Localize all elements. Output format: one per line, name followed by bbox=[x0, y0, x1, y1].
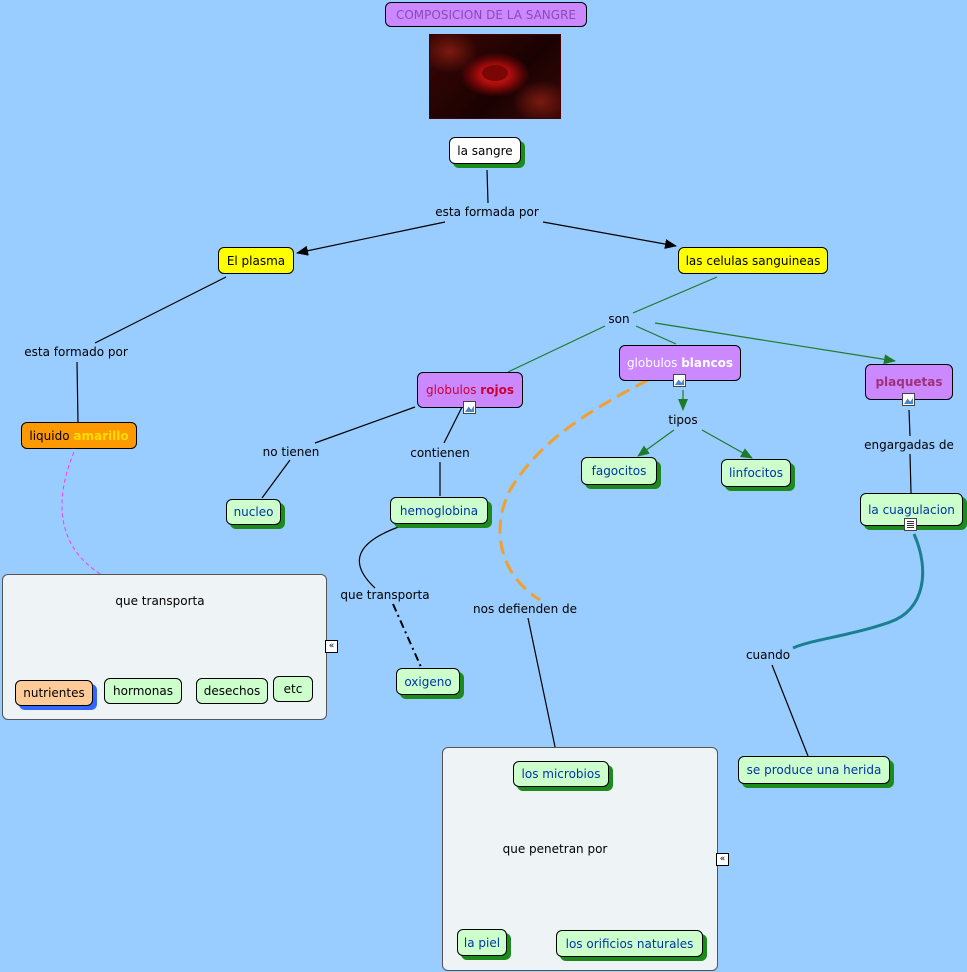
phrase-tipos[interactable]: tipos bbox=[668, 413, 698, 427]
link-son-rojos bbox=[507, 325, 606, 373]
concept-linfocitos[interactable]: linfocitos bbox=[721, 459, 791, 487]
plaquetas-text: plaquetas bbox=[875, 375, 943, 389]
phrase-nos-defienden-de[interactable]: nos defienden de bbox=[473, 602, 577, 616]
image-icon[interactable] bbox=[902, 393, 915, 406]
concept-fagocitos[interactable]: fagocitos bbox=[581, 457, 657, 485]
concept-desechos[interactable]: desechos bbox=[196, 678, 268, 704]
link-formado-liquido bbox=[76, 361, 79, 423]
liquido-text: liquido bbox=[29, 428, 74, 443]
phrase-no-tienen[interactable]: no tienen bbox=[262, 445, 320, 459]
phrase-cuando[interactable]: cuando bbox=[745, 648, 791, 662]
phrase-que-transporta-1[interactable]: que transporta bbox=[115, 594, 205, 608]
link-cuando-herida bbox=[771, 664, 809, 757]
concept-nucleo[interactable]: nucleo bbox=[226, 499, 281, 525]
map-title[interactable]: COMPOSICION DE LA SANGRE bbox=[385, 2, 587, 27]
globulos-text: globulos bbox=[626, 356, 682, 370]
concept-el-plasma[interactable]: El plasma bbox=[218, 247, 294, 274]
phrase-esta-formado-por[interactable]: esta formado por bbox=[24, 345, 128, 359]
link-tipos-fagocitos bbox=[637, 429, 675, 457]
link-engargadas-cuag bbox=[909, 453, 912, 494]
rojos-text: rojos bbox=[480, 383, 514, 397]
link-blancos-defienden bbox=[498, 378, 649, 602]
concept-nutrientes[interactable]: nutrientes bbox=[15, 680, 93, 706]
link-defienden-microbios bbox=[527, 617, 559, 762]
concept-hormonas[interactable]: hormonas bbox=[104, 678, 182, 704]
link-son-plaquetas bbox=[654, 322, 896, 365]
concept-orificios-naturales[interactable]: los orificios naturales bbox=[556, 930, 703, 957]
collapse-icon[interactable]: « bbox=[716, 853, 729, 866]
link-formada-plasma bbox=[296, 221, 446, 256]
amarillo-text: amarillo bbox=[73, 428, 129, 443]
concept-se-produce-herida[interactable]: se produce una herida bbox=[738, 756, 890, 784]
concept-etc[interactable]: etc bbox=[273, 676, 313, 702]
blancos-text: blancos bbox=[681, 356, 734, 370]
phrase-son[interactable]: son bbox=[608, 312, 630, 326]
concept-hemoglobina[interactable]: hemoglobina bbox=[390, 497, 488, 524]
link-hemo-transporta bbox=[358, 524, 405, 589]
link-rojos-contienen bbox=[443, 406, 463, 444]
concept-oxigeno[interactable]: oxigeno bbox=[396, 668, 460, 695]
link-sangre-formada bbox=[486, 169, 489, 204]
concept-la-sangre[interactable]: la sangre bbox=[449, 137, 521, 164]
link-notienen-nucleo bbox=[261, 459, 291, 499]
link-rojos-notienen bbox=[314, 406, 416, 444]
document-icon[interactable] bbox=[904, 518, 917, 531]
image-icon[interactable] bbox=[463, 401, 476, 414]
link-transporta-oxigeno bbox=[392, 603, 422, 668]
globulos-text: globulos bbox=[426, 383, 481, 397]
concept-liquido-amarillo[interactable]: liquido amarillo bbox=[21, 422, 137, 449]
phrase-que-penetran-por[interactable]: que penetran por bbox=[502, 842, 608, 856]
concept-la-piel[interactable]: la piel bbox=[457, 929, 507, 956]
link-plasma-formado bbox=[94, 276, 227, 344]
link-cuag-cuando bbox=[792, 533, 925, 650]
link-formada-celulas bbox=[542, 221, 677, 249]
link-son-blancos bbox=[635, 325, 677, 345]
collapse-icon[interactable]: « bbox=[325, 640, 338, 653]
phrase-contienen[interactable]: contienen bbox=[410, 446, 470, 460]
phrase-esta-formada-por[interactable]: esta formada por bbox=[435, 205, 539, 219]
link-tipos-linfocitos bbox=[701, 429, 753, 459]
image-icon[interactable] bbox=[673, 374, 686, 387]
blood-cell-image bbox=[429, 34, 561, 119]
link-plaquetas-engargadas bbox=[908, 409, 911, 437]
concept-celulas-sanguineas[interactable]: las celulas sanguineas bbox=[678, 247, 828, 274]
phrase-que-transporta-2[interactable]: que transporta bbox=[340, 588, 430, 602]
link-celulas-son bbox=[632, 276, 718, 314]
concept-los-microbios[interactable]: los microbios bbox=[513, 761, 609, 787]
phrase-engargadas-de[interactable]: engargadas de bbox=[864, 438, 954, 452]
link-liquido-transporta bbox=[61, 451, 123, 586]
